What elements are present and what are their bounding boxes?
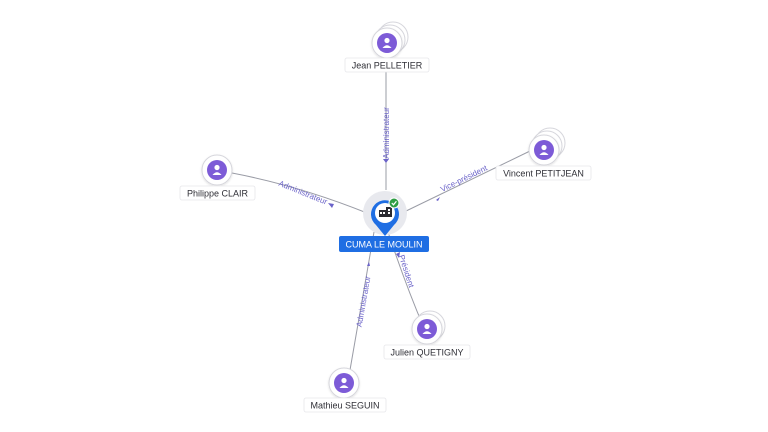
- node-label-box: [495, 165, 592, 181]
- status-badge: [388, 197, 400, 209]
- edge-arrow-vincent: [436, 197, 440, 201]
- node-label-box: [344, 57, 430, 73]
- person-name: Philippe CLAIR: [187, 189, 249, 199]
- node-label-box: [179, 185, 256, 201]
- edge-vincent: Vice-président: [403, 150, 531, 213]
- edge-arrow-jean: [383, 159, 389, 163]
- center-label-box: [339, 236, 429, 252]
- person-icon: [539, 144, 549, 155]
- person-node-julien[interactable]: Julien QUETIGNY: [383, 310, 471, 360]
- building-icon: [379, 207, 392, 217]
- person-icon: [382, 37, 392, 48]
- edge-label-jean: Administrateur: [382, 107, 391, 159]
- person-node-vincent[interactable]: Vincent PETITJEAN: [495, 127, 592, 181]
- edge-jean: Administrateur: [382, 62, 391, 190]
- person-node-philippe[interactable]: Philippe CLAIR: [179, 154, 256, 201]
- edge-label-vincent: Vice-président: [439, 163, 489, 194]
- person-name: Mathieu SEGUIN: [310, 401, 379, 411]
- edge-label-philippe: Administrateur: [277, 179, 329, 207]
- edge-label-julien: Président: [397, 254, 416, 290]
- person-node-jean[interactable]: Jean PELLETIER: [344, 21, 430, 73]
- person-icon: [212, 164, 222, 175]
- node-label-box: [383, 344, 471, 360]
- center-node[interactable]: CUMA LE MOULIN: [339, 191, 429, 252]
- check-icon: [391, 200, 397, 206]
- edge-arrow-philippe: [328, 203, 334, 208]
- edge-arrow-mathieu: [367, 262, 370, 266]
- node-label-box: [303, 397, 387, 413]
- person-name: Vincent PETITJEAN: [503, 169, 584, 179]
- person-icon: [422, 323, 432, 334]
- edge-mathieu: Administrateur: [349, 231, 375, 371]
- edge-label-mathieu: Administrateur: [355, 275, 373, 328]
- person-name: Julien QUETIGNY: [390, 348, 463, 358]
- person-name: Jean PELLETIER: [352, 61, 423, 71]
- edge-arrow-julien: [396, 252, 400, 258]
- center-label: CUMA LE MOULIN: [345, 240, 422, 250]
- person-icon: [339, 377, 349, 388]
- person-node-mathieu[interactable]: Mathieu SEGUIN: [303, 367, 387, 413]
